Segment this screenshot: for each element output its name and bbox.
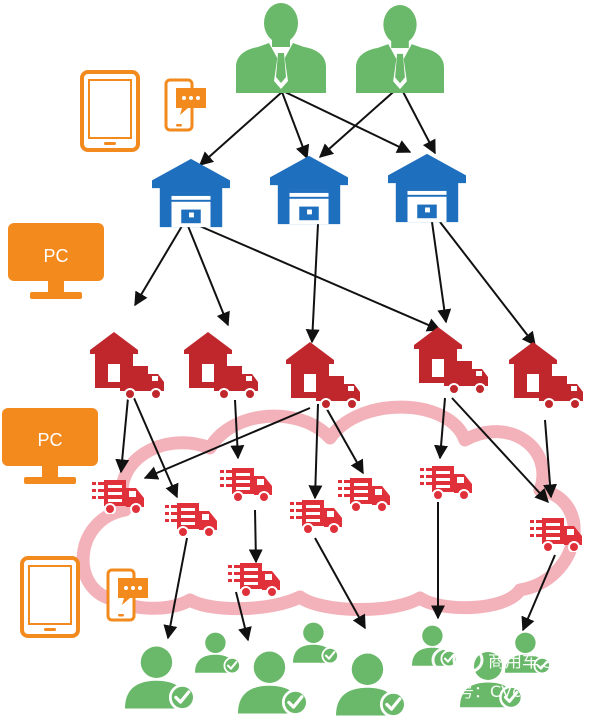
truck-icon xyxy=(220,468,272,502)
phone-chat-icon xyxy=(164,78,208,132)
truck-icon xyxy=(165,503,217,537)
pc-label: PC xyxy=(37,430,62,450)
tablet-icon xyxy=(22,558,78,636)
pc-label: PC xyxy=(43,246,68,266)
truck-icon xyxy=(420,466,472,500)
truck-icon xyxy=(338,478,390,512)
delivery-station-icon xyxy=(285,341,361,410)
customer-check-icon xyxy=(336,652,408,718)
tablet-icon xyxy=(80,70,140,152)
delivery-station-icon xyxy=(413,326,489,395)
manager-person-icon xyxy=(356,5,444,93)
monitor-icon: PC xyxy=(8,223,104,299)
truck-icon xyxy=(228,563,280,597)
customer-check-icon xyxy=(125,645,197,711)
monitor-icon: PC xyxy=(2,408,98,484)
wechat-icon xyxy=(396,682,421,700)
customer-check-icon xyxy=(293,622,340,664)
delivery-station-icon xyxy=(508,341,584,410)
brand-text: 商用车之家 xyxy=(488,652,573,672)
customer-check-icon xyxy=(195,632,242,674)
warehouse-icon xyxy=(270,155,348,225)
brand-logo-icon xyxy=(431,646,484,674)
warehouse-icon xyxy=(388,153,466,223)
truck-icon xyxy=(290,500,342,534)
arrows xyxy=(115,85,557,642)
warehouse-icon xyxy=(152,158,230,228)
delivery-station-icon xyxy=(183,331,259,400)
watermark: 商用车之家 微信号：CVcheshi xyxy=(396,646,573,701)
delivery-station-icon xyxy=(89,331,165,400)
wechat-id-text: 微信号：CVcheshi xyxy=(426,682,564,701)
manager-person-icon xyxy=(236,3,326,93)
cloud-outline xyxy=(76,400,581,616)
